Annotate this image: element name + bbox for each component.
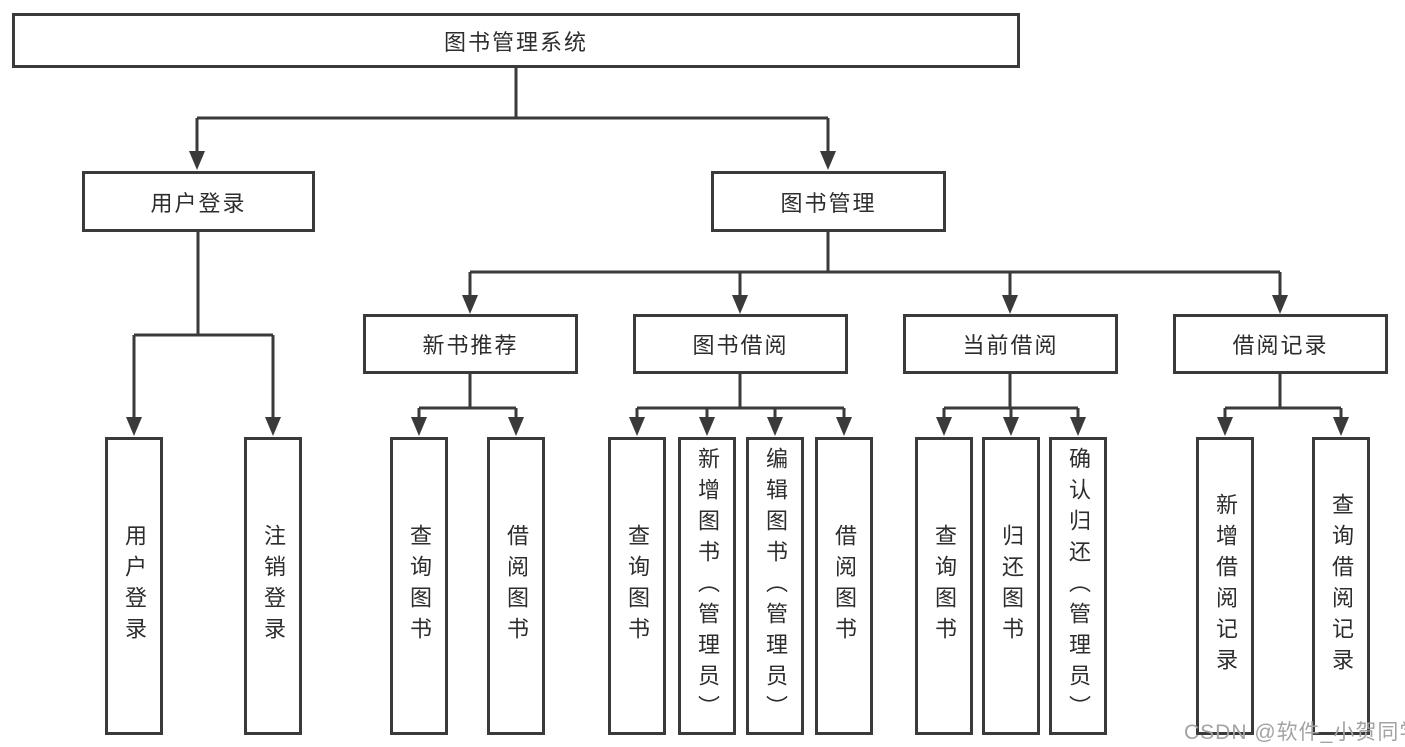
node-library-management-system: 图书管理系统 (12, 13, 1020, 68)
leaf-return-books: 归还图书 (982, 437, 1040, 735)
csdn-watermark: CSDN @软件_小贺同学 (1184, 721, 1405, 744)
leaf-logout: 注销登录 (244, 437, 302, 735)
node-user-login: 用户登录 (82, 171, 315, 232)
node-current-borrowing: 当前借阅 (903, 314, 1118, 374)
leaf-query-books-recommend: 查询图书 (390, 437, 448, 735)
node-borrowing-records: 借阅记录 (1173, 314, 1388, 374)
leaf-edit-books-admin: 编辑图书（管理员） (746, 437, 804, 735)
leaf-add-books-admin: 新增图书（管理员） (678, 437, 736, 735)
leaf-user-login: 用户登录 (105, 437, 163, 735)
leaf-borrow-books-recommend: 借阅图书 (487, 437, 545, 735)
node-book-borrowing: 图书借阅 (633, 314, 848, 374)
node-new-book-recommendation: 新书推荐 (363, 314, 578, 374)
leaf-query-books-borrow: 查询图书 (608, 437, 666, 735)
leaf-query-borrow-record: 查询借阅记录 (1312, 437, 1370, 735)
leaf-query-books-current: 查询图书 (915, 437, 973, 735)
leaf-add-borrow-record: 新增借阅记录 (1196, 437, 1254, 735)
leaf-confirm-return-admin: 确认归还（管理员） (1049, 437, 1107, 735)
node-book-management: 图书管理 (711, 171, 946, 232)
leaf-borrow-books: 借阅图书 (815, 437, 873, 735)
